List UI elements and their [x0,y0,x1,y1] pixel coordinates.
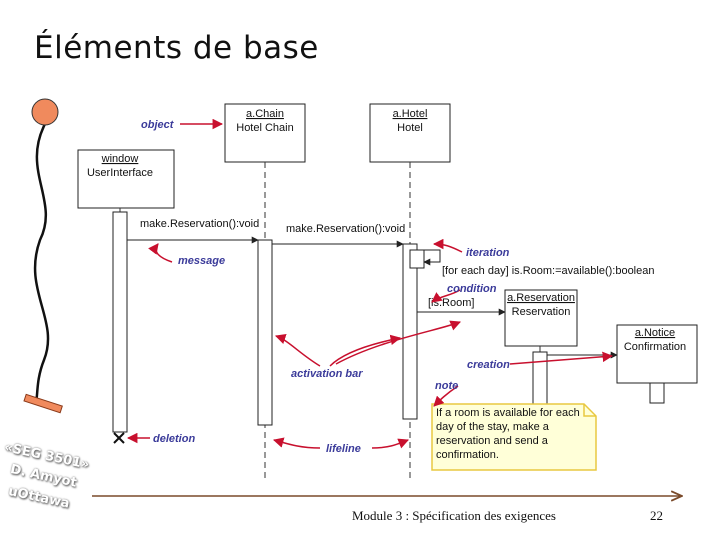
callout-activation-bar: activation bar [291,368,363,380]
message-label-2: make.Reservation():void [286,223,405,235]
object-hotel: a.Hotel Hotel [369,103,451,163]
callout-deletion: deletion [153,433,195,445]
note-text: If a room is available for each day of t… [436,407,580,461]
loop-condition-label: [for each day] is.Room:=available():bool… [442,265,654,277]
object-window: window UserInterface [77,149,175,209]
object-reservation-type: Reservation [512,306,571,318]
callout-object: object [141,119,175,131]
object-notice-type: Confirmation [624,341,686,353]
course-badge: «SEG 3501» D. Amyot uOttawa [3,440,92,520]
callout-message: message [178,255,225,267]
activation-bars [112,211,665,433]
object-reservation: a.Reservation Reservation [504,289,578,347]
object-chain-type: Hotel Chain [236,122,293,134]
deletion-mark [113,432,125,444]
object-reservation-name: a.Reservation [507,292,575,304]
object-chain-name: a.Chain [246,108,284,120]
message-label-1: make.Reservation():void [140,218,259,230]
object-hotel-type: Hotel [397,122,423,134]
callout-iteration: iteration [466,247,510,259]
badge-university: uOttawa [6,484,71,512]
callout-creation: creation [467,359,510,371]
note-box [431,403,597,471]
callout-arrows [126,118,614,449]
callout-condition: condition [447,283,497,295]
object-hotel-name: a.Hotel [393,108,428,120]
page-number: 22 [650,508,663,523]
guard-label: [is.Room] [428,297,474,309]
object-window-name: window [101,153,139,165]
object-chain: a.Chain Hotel Chain [224,103,306,163]
object-notice: a.Notice Confirmation [616,324,698,384]
object-window-type: UserInterface [87,167,153,179]
object-notice-name: a.Notice [635,327,675,339]
footer-module: Module 3 : Spécification des exigences [352,508,556,523]
callout-note: note [435,380,458,392]
decorative-pin [23,98,63,414]
slide-title: Éléments de base [34,30,319,66]
callout-lifeline: lifeline [326,443,361,455]
